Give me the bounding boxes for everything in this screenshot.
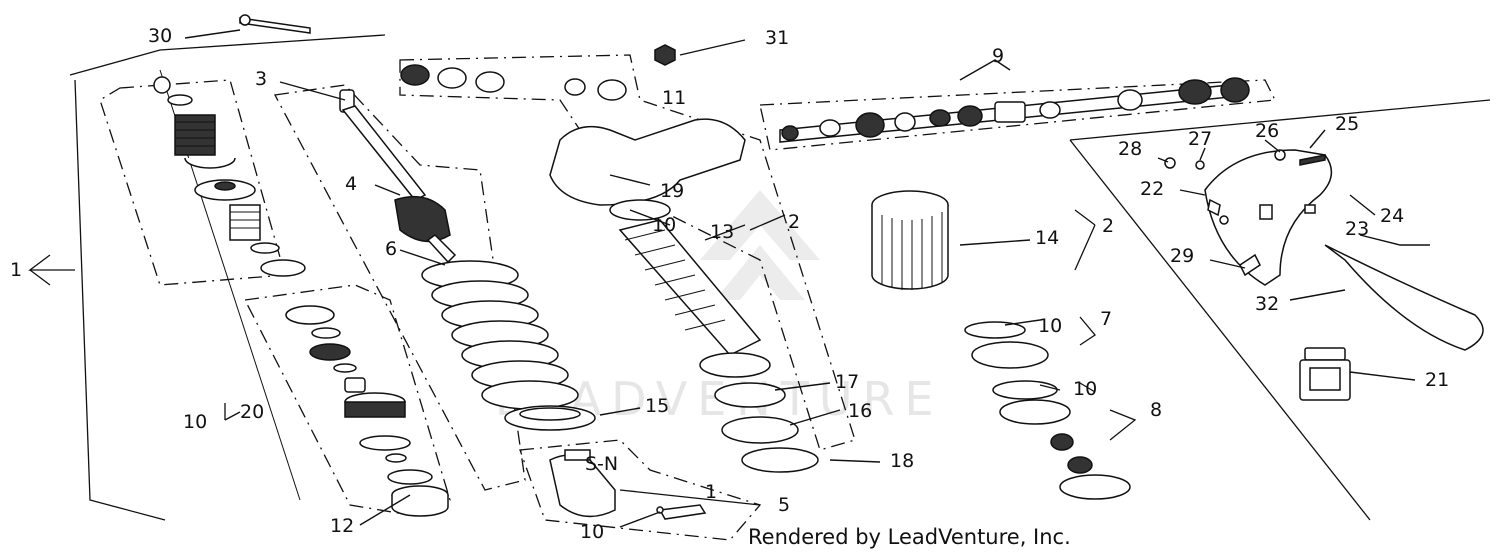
part-label-10-right: 10 <box>1038 315 1062 337</box>
part-label-32: 32 <box>1255 293 1279 315</box>
part-label-3: 3 <box>255 68 267 90</box>
part-label-10-bottom: 10 <box>580 521 604 543</box>
part-label-25: 25 <box>1335 113 1359 135</box>
hardware-mark: S-N <box>585 453 618 475</box>
part-label-1: 1 <box>10 259 22 281</box>
part-label-10: 10 <box>652 214 676 236</box>
coil-spring <box>421 260 579 410</box>
part-label-24: 24 <box>1380 205 1404 227</box>
part-label-27: 27 <box>1188 128 1212 150</box>
fender-assembly <box>1164 149 1484 351</box>
part-label-6: 6 <box>385 238 397 260</box>
oil-bottle <box>1299 347 1351 401</box>
shock-shaft-and-spring: S-N 1 <box>339 89 717 520</box>
reservoir-body <box>549 118 819 473</box>
part-label-5: 5 <box>778 494 790 516</box>
part-label-26: 26 <box>1255 120 1279 142</box>
part-label-12: 12 <box>330 515 354 537</box>
part-label-20: 20 <box>240 401 264 423</box>
part-label-19: 19 <box>660 180 684 202</box>
part-label-28: 28 <box>1118 138 1142 160</box>
part-label-8: 8 <box>1150 399 1162 421</box>
part-label-10-lower: 10 <box>1073 378 1097 400</box>
part-label-16: 16 <box>848 400 872 422</box>
part-label-10-left: 10 <box>183 411 207 433</box>
damper-housing <box>871 190 1131 500</box>
part-label-9: 9 <box>992 45 1004 67</box>
part-label-14: 14 <box>1035 227 1059 249</box>
part-label-31: 31 <box>765 27 789 49</box>
part-label-13: 13 <box>710 221 734 243</box>
part-label-30: 30 <box>148 25 172 47</box>
valve-train <box>779 77 1250 143</box>
left-valve-stack <box>153 69 449 517</box>
hardware-mark: 1 <box>705 481 717 503</box>
part-label-18: 18 <box>890 450 914 472</box>
part-label-2-right: 2 <box>1102 215 1114 237</box>
part-number-labels: 30 31 9 3 11 4 19 10 13 2 6 14 2 1 10 7 … <box>10 25 1449 543</box>
part-label-7: 7 <box>1100 308 1112 330</box>
assembly-outline <box>69 34 1491 521</box>
leader-lines <box>184 29 1430 528</box>
brackets <box>28 209 1137 506</box>
part-label-23: 23 <box>1345 218 1369 240</box>
part-label-22: 22 <box>1140 178 1164 200</box>
part-label-15: 15 <box>645 395 669 417</box>
top-bushings <box>239 14 676 101</box>
part-label-11: 11 <box>662 87 686 109</box>
render-credit: Rendered by LeadVenture, Inc. <box>748 525 1071 549</box>
part-label-4: 4 <box>345 173 357 195</box>
part-label-2: 2 <box>788 211 800 233</box>
part-label-17: 17 <box>835 371 859 393</box>
part-label-21: 21 <box>1425 369 1449 391</box>
part-label-29: 29 <box>1170 245 1194 267</box>
